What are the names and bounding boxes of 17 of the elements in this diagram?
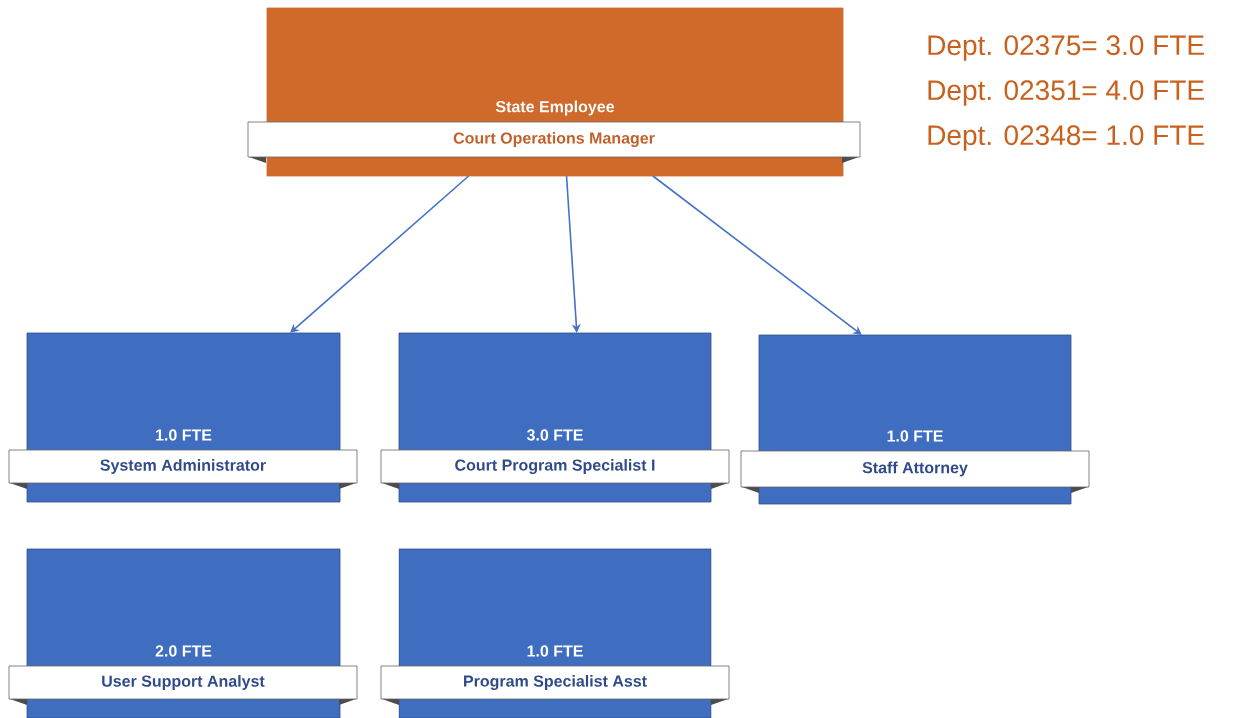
org-box: 3.0 FTE Court Program Specialist I (380, 332, 730, 503)
title-banner: Staff Attorney (740, 450, 1090, 493)
org-box: 1.0 FTE Staff Attorney (740, 334, 1090, 505)
title-banner: System Administrator (8, 449, 358, 489)
org-box: 2.0 FTE User Support Analyst (8, 548, 358, 718)
note-text: Dept. 02348= 1.0 FTE (928, 125, 1204, 151)
note-text: Dept. 02375= 3.0 FTE (928, 35, 1204, 61)
title-banner: Court Program Specialist I (380, 449, 730, 489)
org-box: State Employee Court Operations Manager (247, 7, 861, 177)
org-box: 1.0 FTE System Administrator (8, 332, 358, 503)
title-banner: Court Operations Manager (247, 121, 861, 163)
org-box: 1.0 FTE Program Specialist Asst (380, 548, 730, 718)
title-banner: Program Specialist Asst (380, 665, 730, 705)
arrow (565, 175, 581, 333)
title-banner: User Support Analyst (8, 665, 358, 705)
note-text: Dept. 02351= 4.0 FTE (928, 80, 1204, 106)
arrow (652, 175, 862, 335)
